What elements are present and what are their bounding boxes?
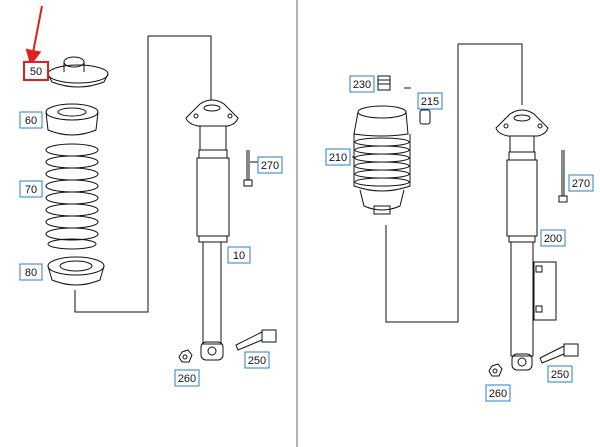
callout-200-label: 200 (544, 233, 562, 245)
callout-80-label: 80 (25, 267, 37, 279)
callout-200-box (540, 229, 566, 247)
callout-215-box (417, 92, 443, 110)
group-bracket-top-right (458, 43, 523, 105)
callout-215[interactable]: 215 (417, 92, 443, 110)
callout-70-label: 70 (25, 184, 37, 196)
callout-260-left-label: 260 (178, 373, 196, 385)
callout-210-box (325, 148, 351, 166)
shock-absorber-left (185, 99, 253, 361)
callout-210[interactable]: 210 (325, 148, 351, 166)
group-bracket-top (148, 35, 212, 100)
lower-seat-part (47, 256, 105, 286)
callout-50-label: 50 (30, 66, 42, 78)
callout-10-label: 10 (233, 250, 245, 262)
air-spring-part (353, 105, 411, 215)
coil-spring-part (45, 143, 99, 250)
left-assembly (45, 35, 277, 363)
highlight-arrow-icon (25, 5, 43, 66)
callout-250-right-box (547, 365, 573, 383)
callout-260-left-box (174, 369, 200, 387)
callout-80[interactable]: 80 (19, 263, 43, 281)
callout-250-right[interactable]: 250 (547, 365, 573, 383)
callout-270-right-label: 270 (572, 178, 590, 190)
callout-60-label: 60 (25, 115, 37, 127)
callout-230-label: 230 (353, 79, 371, 91)
top-mount-part (47, 56, 109, 88)
callout-230[interactable]: 230 (349, 75, 375, 93)
callout-270-left[interactable]: 270 (257, 156, 283, 174)
spring-seat-part (45, 103, 99, 136)
callout-250-left-box (244, 351, 270, 369)
callout-270-right-box (568, 174, 594, 192)
callout-270-left-label: 270 (261, 160, 279, 172)
callout-260-right[interactable]: 260 (485, 384, 511, 402)
group-bracket-left (74, 36, 149, 313)
callouts: 50 60 70 80 10 270 250 260 (19, 61, 594, 402)
callout-215-label: 215 (421, 96, 439, 108)
callout-50-box (23, 61, 49, 81)
callout-250-right-label: 250 (551, 369, 569, 381)
fitting-part (419, 109, 431, 125)
callout-10[interactable]: 10 (227, 246, 251, 264)
callout-260-right-label: 260 (489, 388, 507, 400)
callout-270-left-box (257, 156, 283, 174)
bolt-part-right (539, 343, 579, 364)
nut-part-right (488, 363, 503, 377)
callout-250-left[interactable]: 250 (244, 351, 270, 369)
callout-10-box (227, 246, 251, 264)
callout-60[interactable]: 60 (19, 111, 43, 129)
group-bracket-left-right (385, 44, 459, 323)
right-assembly (352, 43, 579, 377)
callout-60-box (19, 111, 43, 129)
valve-part (377, 75, 391, 91)
callout-230-box (349, 75, 375, 93)
callout-70[interactable]: 70 (19, 180, 43, 198)
callout-80-box (19, 263, 43, 281)
callout-270-right[interactable]: 270 (568, 174, 594, 192)
shock-absorber-right (495, 109, 568, 371)
callout-210-label: 210 (329, 152, 347, 164)
callout-260-right-box (485, 384, 511, 402)
callout-200[interactable]: 200 (540, 229, 566, 247)
callout-260-left[interactable]: 260 (174, 369, 200, 387)
callout-250-left-label: 250 (248, 355, 266, 367)
callout-70-box (19, 180, 43, 198)
callout-50[interactable]: 50 (23, 61, 49, 81)
nut-part-left (178, 349, 193, 363)
bolt-part-left (235, 329, 277, 351)
